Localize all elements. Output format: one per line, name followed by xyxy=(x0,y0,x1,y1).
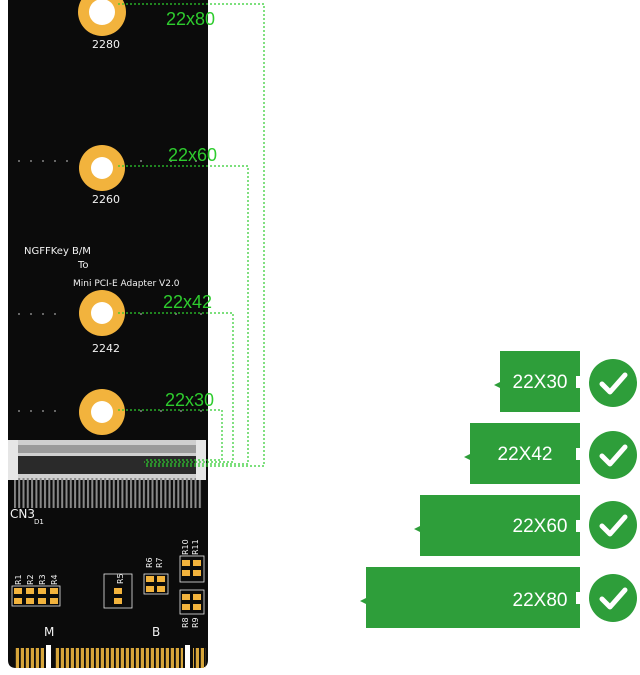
resistor-labels-bottom: R8 R9 xyxy=(181,617,200,628)
check-icon xyxy=(589,431,637,479)
svg-text:R9: R9 xyxy=(191,617,200,628)
size-card-22x42: 22X42 xyxy=(464,423,580,484)
mount-label-2260: 2260 xyxy=(92,193,120,206)
svg-text:R6: R6 xyxy=(145,557,154,568)
resistor-pads xyxy=(14,560,201,610)
mount-hole-2260 xyxy=(79,145,125,191)
board-title-line2: To xyxy=(77,260,89,271)
dim-label-22x30: 22x30 xyxy=(165,390,214,410)
mount-hole-2280 xyxy=(78,0,126,36)
guide-22x30 xyxy=(118,409,223,461)
size-label: 22X60 xyxy=(513,516,568,537)
size-label: 22X42 xyxy=(498,444,553,465)
svg-text:R10: R10 xyxy=(181,539,190,555)
dim-label-22x80: 22x80 xyxy=(166,9,215,29)
svg-text:R3: R3 xyxy=(38,574,47,585)
mount-hole-2242 xyxy=(79,290,125,336)
size-label: 22X80 xyxy=(513,590,568,611)
dimension-guides xyxy=(118,3,265,467)
gold-fingers-middle xyxy=(54,648,183,668)
board-title-line1: NGFFKey B/M xyxy=(24,246,91,257)
dim-label-22x42: 22x42 xyxy=(163,292,212,312)
size-card-22x30: 22X30 xyxy=(494,351,580,412)
svg-text:R11: R11 xyxy=(191,539,200,555)
mount-label-2280: 2280 xyxy=(92,38,120,51)
svg-text:R1: R1 xyxy=(14,574,23,585)
resistor-labels-far: R10 R11 xyxy=(181,539,200,555)
svg-text:R2: R2 xyxy=(26,574,35,585)
mount-hole-2230 xyxy=(79,389,125,435)
resistor-labels-mid: R6 R7 xyxy=(145,557,164,568)
dim-label-22x60: 22x60 xyxy=(168,145,217,165)
check-icon xyxy=(589,574,637,622)
check-icon xyxy=(589,359,637,407)
resistor-label-r5: R5 xyxy=(116,573,125,584)
check-icon xyxy=(589,501,637,549)
key-label-m: M xyxy=(44,625,54,639)
svg-text:R7: R7 xyxy=(155,557,164,568)
connector-label: CN3 xyxy=(10,507,35,521)
diode-label: D1 xyxy=(34,518,44,526)
mount-label-2242: 2242 xyxy=(92,342,120,355)
pcie-connector xyxy=(8,440,206,508)
svg-text:R4: R4 xyxy=(50,574,59,585)
guide-22x80 xyxy=(118,3,265,467)
resistor-labels-left: R1 R2 R3 R4 xyxy=(14,574,59,585)
board-title-line3: Mini PCI-E Adapter V2.0 xyxy=(73,279,180,289)
size-label: 22X30 xyxy=(513,372,568,393)
guide-22x42 xyxy=(118,312,234,463)
svg-text:R8: R8 xyxy=(181,617,190,628)
adapter-board: 2280 2260 2242 NGFFKey B/M To Mini PCI-E… xyxy=(8,0,208,668)
key-label-b: B xyxy=(152,625,160,639)
guide-22x60 xyxy=(118,165,249,465)
size-card-22x60: 22X60 xyxy=(414,495,580,556)
size-card-22x80: 22X80 xyxy=(360,567,580,628)
gold-fingers-left xyxy=(14,648,44,668)
gold-fingers-right xyxy=(193,648,206,668)
pad-outlines xyxy=(11,555,205,615)
silkscreen-dots xyxy=(18,160,202,412)
